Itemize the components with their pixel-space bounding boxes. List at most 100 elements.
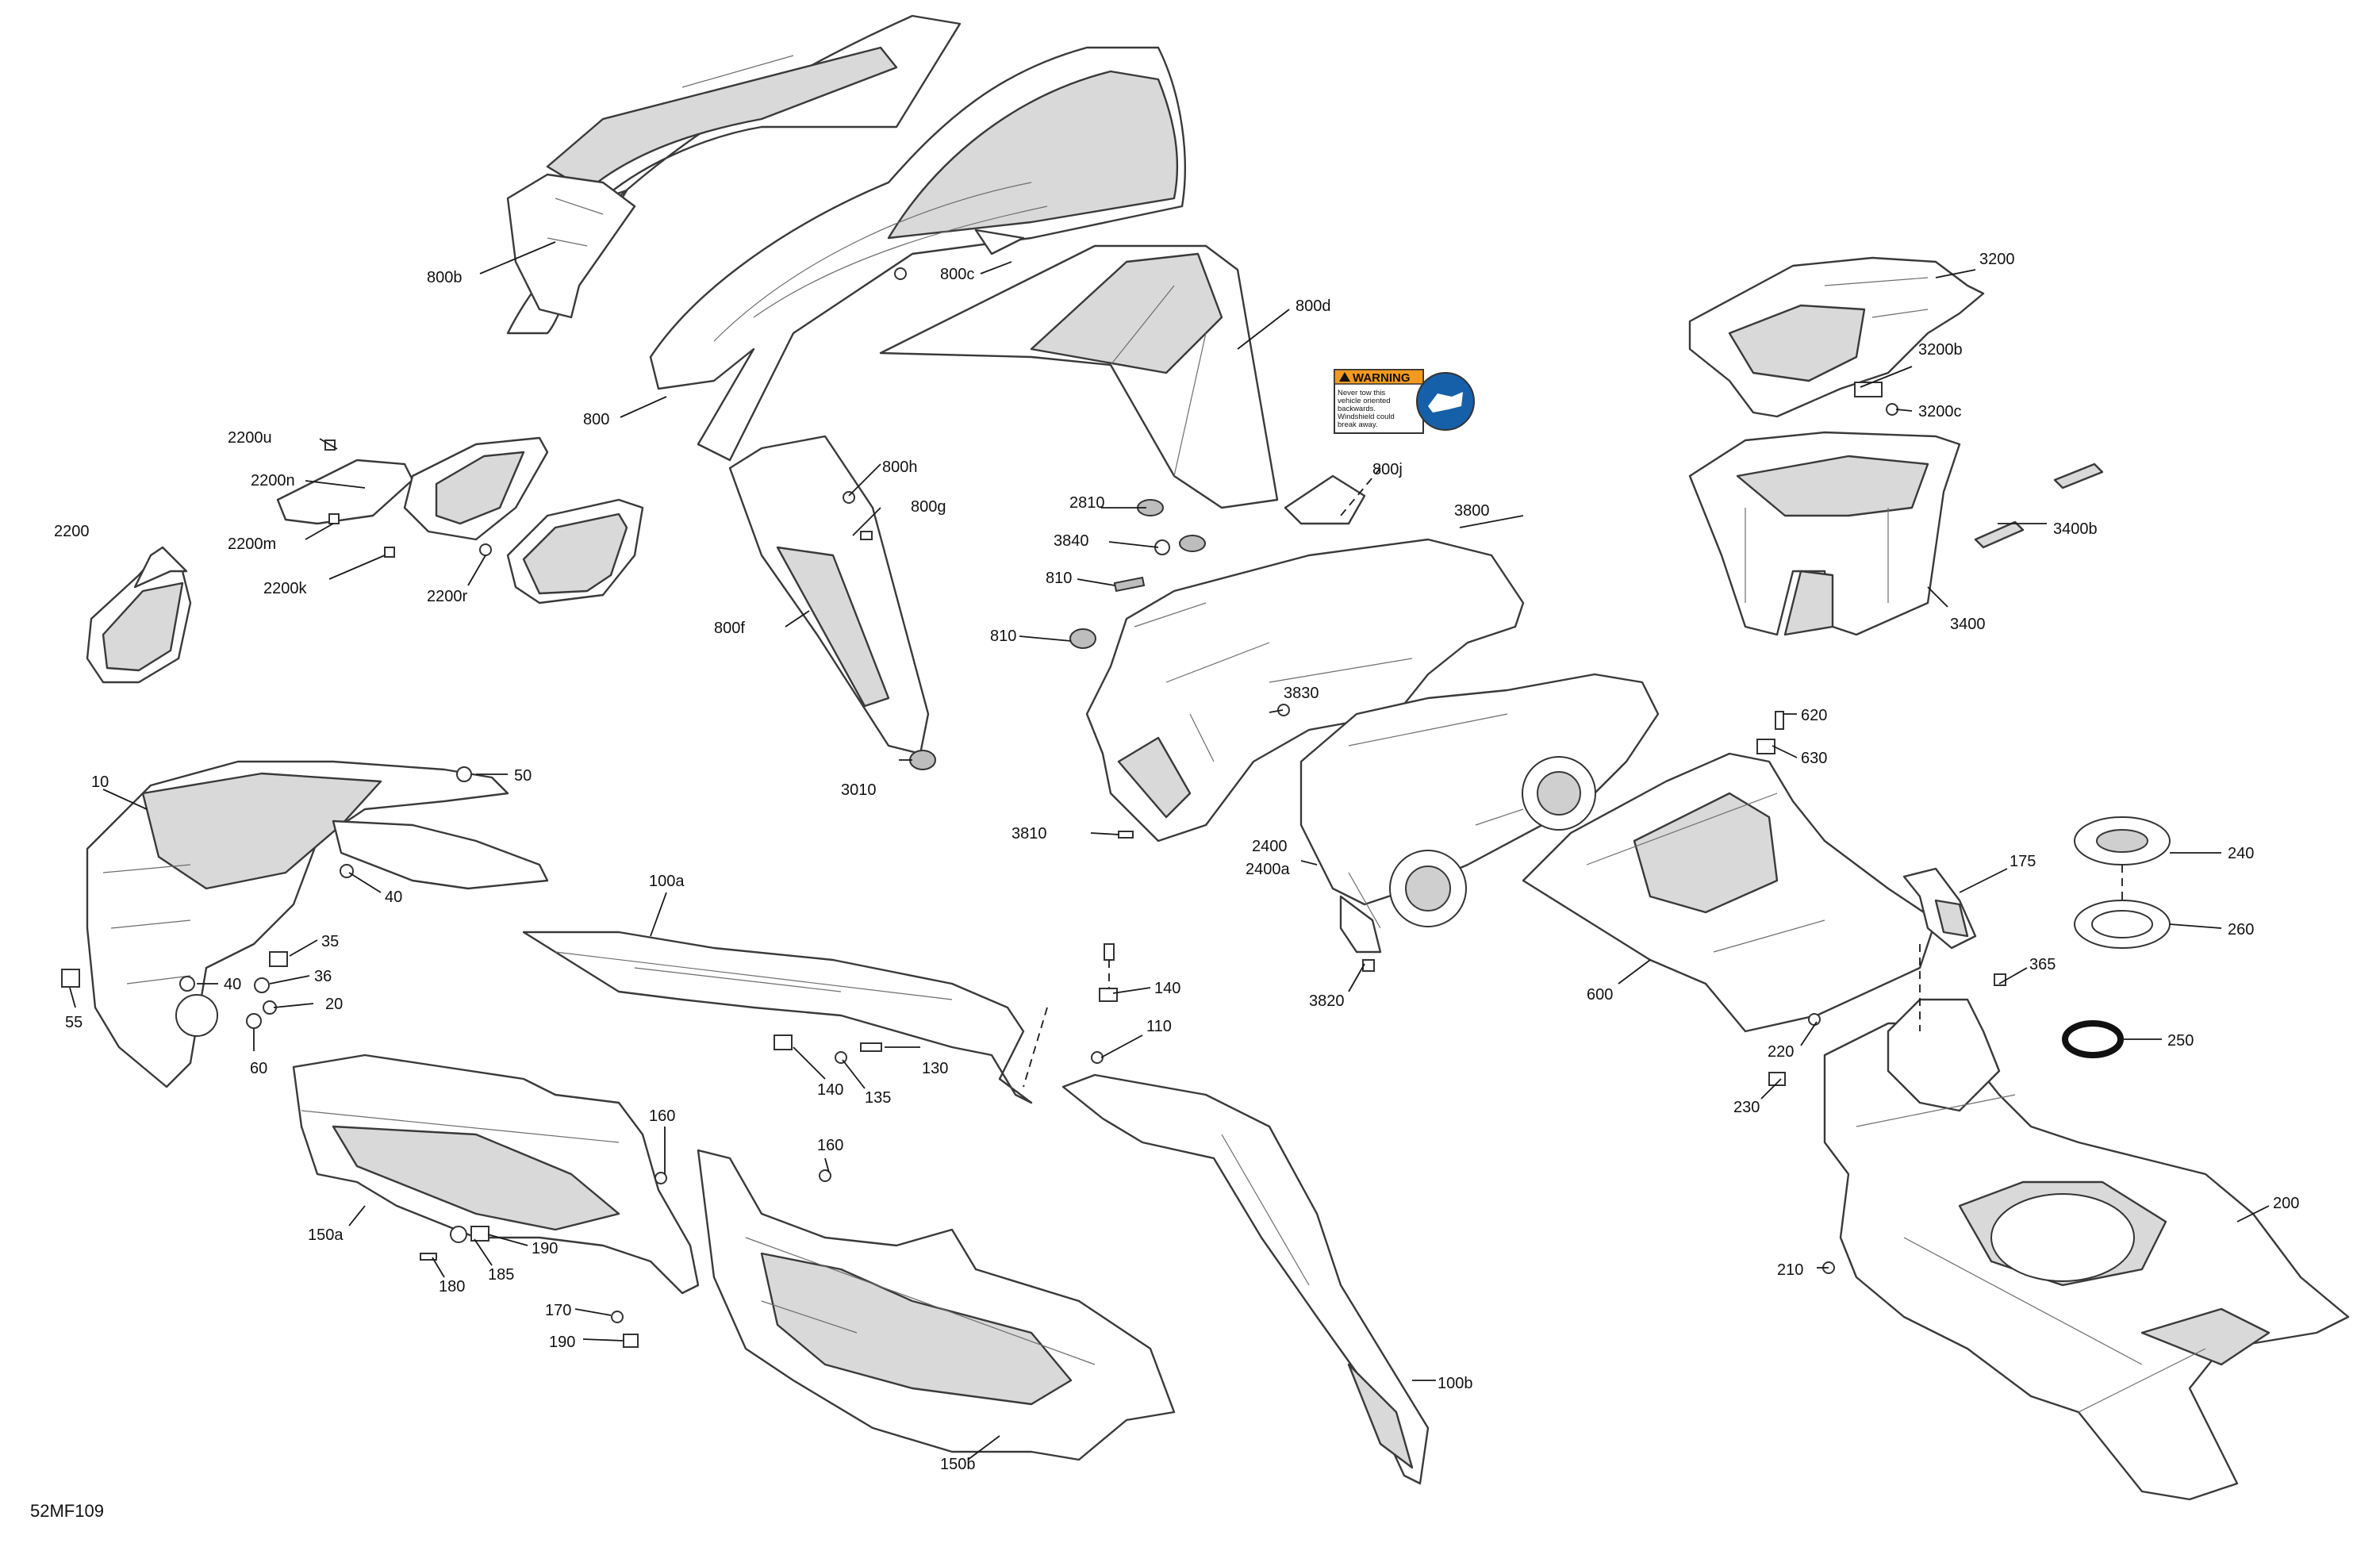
callout-150a: 150a — [308, 1226, 344, 1244]
part-3800-headlight-support — [1085, 538, 1525, 843]
callout-190b: 190 — [549, 1334, 575, 1351]
callout-210: 210 — [1777, 1261, 1803, 1279]
callout-800d: 800d — [1296, 297, 1331, 315]
callout-170: 170 — [545, 1302, 571, 1319]
warning-heading: WARNING — [1353, 371, 1411, 385]
part-100b-side-panel — [1061, 1073, 1430, 1485]
callout-3400: 3400 — [1950, 616, 1986, 633]
callout-200: 200 — [2273, 1195, 2299, 1212]
part-150b-lower-panel — [697, 1149, 1176, 1461]
callout-230: 230 — [1733, 1099, 1760, 1116]
callout-800h: 800h — [882, 459, 918, 476]
callout-175: 175 — [2010, 853, 2036, 870]
callout-810a: 810 — [1046, 570, 1072, 587]
hardware-fasteners — [61, 267, 2006, 1348]
callout-620: 620 — [1801, 707, 1827, 724]
callout-2200n: 2200n — [251, 472, 295, 489]
callout-800c: 800c — [940, 266, 974, 283]
callout-2200: 2200 — [54, 523, 90, 540]
part-2200-mirror-assembly — [86, 436, 644, 684]
callout-800b: 800b — [427, 269, 463, 286]
callout-labels: 800b 800c 800d 800 800h 800g 800f 800j 2… — [30, 251, 2299, 1521]
callout-40b: 40 — [224, 976, 241, 993]
warning-line-4: Windshield could — [1338, 413, 1395, 421]
part-100a-side-panel — [522, 931, 1033, 1104]
warning-label-800j: WARNING Never tow this vehicle oriented … — [1334, 369, 1475, 434]
part-800j-sticker — [1284, 474, 1366, 525]
callout-110: 110 — [1146, 1018, 1172, 1035]
callout-140b: 140 — [817, 1081, 843, 1099]
callout-3830: 3830 — [1284, 685, 1319, 702]
part-800d-side-deflector — [879, 244, 1279, 509]
callout-810b: 810 — [990, 628, 1016, 645]
warning-line-5: break away. — [1338, 420, 1378, 429]
callout-260: 260 — [2228, 921, 2254, 938]
part-3200-storage-lid — [1688, 256, 1985, 418]
callout-100b: 100b — [1438, 1375, 1473, 1392]
callout-135: 135 — [865, 1089, 891, 1107]
callout-10: 10 — [91, 773, 109, 791]
callout-240: 240 — [2228, 845, 2254, 862]
callout-3400b: 3400b — [2053, 520, 2098, 538]
part-175-bracket — [1902, 867, 1977, 950]
callout-800f: 800f — [714, 620, 745, 637]
callout-800: 800 — [583, 411, 609, 428]
callout-130: 130 — [922, 1060, 948, 1077]
callout-160a: 160 — [649, 1107, 675, 1125]
callout-2810: 2810 — [1069, 494, 1105, 512]
part-200-rear-body — [1823, 998, 2350, 1501]
callout-220: 220 — [1768, 1043, 1794, 1061]
part-800b-left-deflector — [506, 14, 962, 335]
leader-lines — [69, 241, 2270, 1460]
callout-190a: 190 — [532, 1240, 558, 1257]
figure-id: 52MF109 — [30, 1501, 104, 1521]
part-3400b-pad-strips — [1974, 463, 2104, 549]
callout-2400: 2400 — [1252, 838, 1288, 855]
callout-2200k: 2200k — [263, 580, 307, 597]
callout-2200r: 2200r — [427, 588, 467, 605]
callout-600: 600 — [1587, 986, 1613, 1004]
callout-3200b: 3200b — [1918, 341, 1963, 359]
callout-2200m: 2200m — [228, 535, 276, 553]
callout-3200c: 3200c — [1918, 403, 1962, 420]
part-250-seal-ring — [2062, 1020, 2124, 1058]
callout-185: 185 — [488, 1266, 514, 1284]
callout-3820: 3820 — [1309, 992, 1345, 1010]
callout-3200: 3200 — [1979, 251, 2015, 268]
warning-line-3: backwards. — [1338, 405, 1376, 413]
callout-180: 180 — [439, 1278, 465, 1295]
warning-line-2: vehicle oriented — [1338, 397, 1391, 405]
callout-3810: 3810 — [1012, 825, 1047, 843]
callout-60: 60 — [250, 1060, 267, 1077]
callout-140a: 140 — [1154, 980, 1180, 997]
callout-2200u: 2200u — [228, 429, 272, 447]
warning-line-1: Never tow this — [1338, 389, 1385, 397]
part-260-gasket — [2074, 900, 2171, 949]
part-10-front-fascia — [86, 760, 549, 1088]
callout-3010: 3010 — [841, 781, 877, 799]
callout-630: 630 — [1801, 750, 1827, 767]
callout-250: 250 — [2167, 1032, 2194, 1050]
callout-800j: 800j — [1372, 461, 1403, 478]
callout-20: 20 — [325, 996, 343, 1013]
callout-3800: 3800 — [1454, 502, 1490, 520]
callout-800g: 800g — [911, 498, 946, 516]
part-240-cap-ring — [2074, 816, 2171, 866]
callout-160b: 160 — [817, 1137, 843, 1154]
callout-55: 55 — [65, 1014, 83, 1031]
callout-36: 36 — [314, 968, 332, 985]
part-800-windshield — [649, 46, 1186, 462]
callout-35: 35 — [321, 933, 339, 950]
part-800f-lower-deflector — [728, 435, 930, 755]
callout-2400a: 2400a — [1246, 861, 1290, 878]
callout-365: 365 — [2029, 956, 2056, 973]
callout-40a: 40 — [385, 889, 402, 906]
part-2400-headlight — [1299, 673, 1660, 954]
part-600-instrument-housing — [1522, 752, 1937, 1033]
callout-100a: 100a — [649, 873, 685, 890]
callout-150b: 150b — [940, 1456, 976, 1473]
callout-3840: 3840 — [1054, 532, 1089, 550]
part-3400-storage-bin — [1688, 431, 1961, 636]
part-150a-lower-panel — [292, 1054, 700, 1295]
